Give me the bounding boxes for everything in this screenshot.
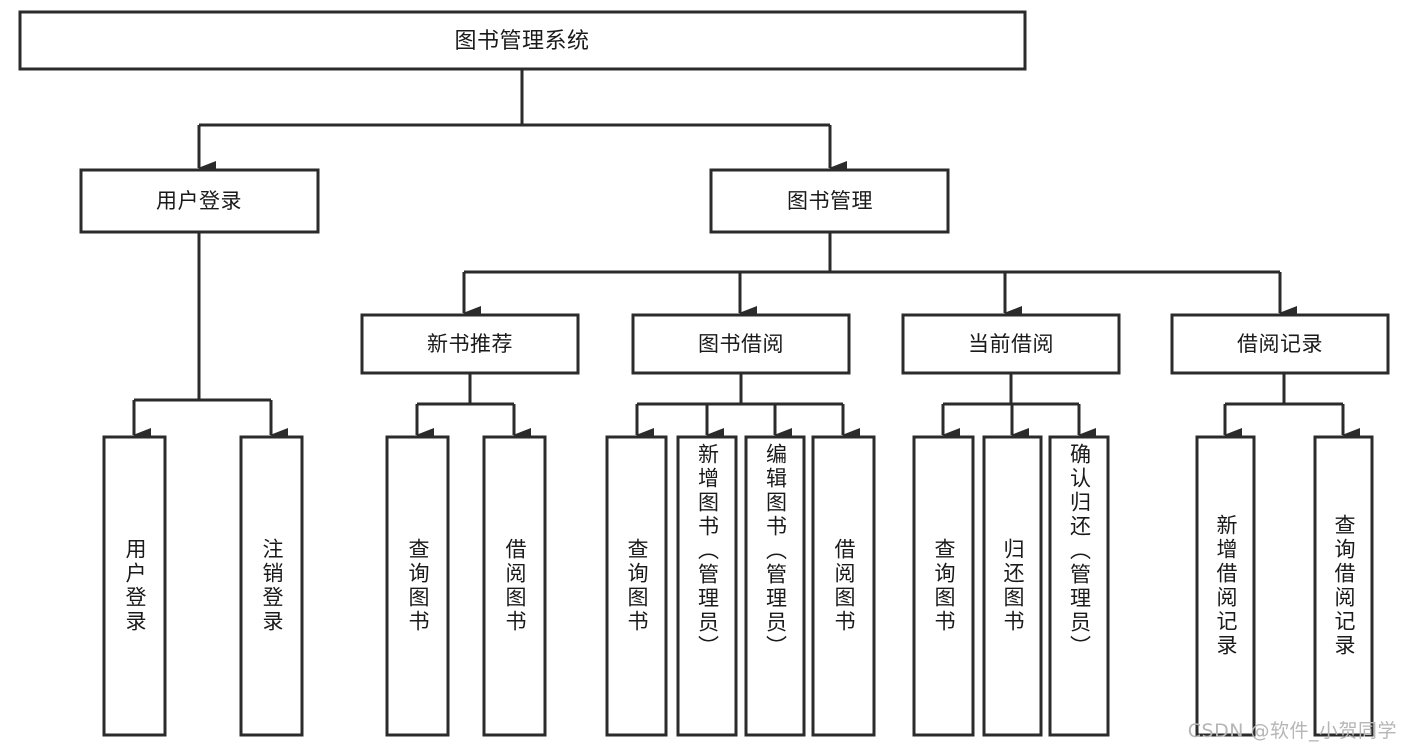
- node-leaf-add-borrow-record[interactable]: [1195, 435, 1256, 737]
- node-leaf-confirm-return-admin[interactable]: [1048, 435, 1110, 737]
- node-leaf-edit-book-admin[interactable]: [744, 435, 806, 737]
- node-root[interactable]: 图书管理系统: [18, 10, 1027, 71]
- node-leaf-logout[interactable]: [239, 435, 304, 737]
- connector-group-book-management: [462, 232, 1297, 320]
- node-borrow-record[interactable]: 借阅记录: [1170, 313, 1390, 375]
- leaf-boxes: [102, 435, 1374, 737]
- node-user-login[interactable]: 用户登录: [79, 168, 320, 234]
- node-book-borrow[interactable]: 图书借阅: [631, 313, 851, 375]
- node-current-borrow-label: 当前借阅: [968, 332, 1054, 356]
- csdn-watermark: CSDN @软件_小贺同学: [1187, 720, 1397, 742]
- node-book-management-label: 图书管理: [787, 189, 873, 213]
- connector-group-user-login: [132, 232, 288, 442]
- node-user-login-label: 用户登录: [156, 189, 242, 213]
- node-leaf-query-book-rec[interactable]: [385, 435, 450, 737]
- node-new-book-recommend[interactable]: 新书推荐: [360, 313, 580, 375]
- connector-group-book-borrow: [635, 373, 860, 442]
- connector-group-current-borrow: [941, 373, 1096, 442]
- connector-group-borrow-record: [1223, 373, 1360, 442]
- node-book-management[interactable]: 图书管理: [709, 168, 950, 234]
- node-leaf-borrow-book[interactable]: [811, 435, 876, 737]
- node-borrow-record-label: 借阅记录: [1237, 332, 1323, 356]
- node-book-borrow-label: 图书借阅: [698, 332, 784, 356]
- connector-group-root: [197, 69, 847, 175]
- node-new-book-recommend-label: 新书推荐: [427, 332, 513, 356]
- node-leaf-query-book-borrow[interactable]: [605, 435, 668, 737]
- node-leaf-borrow-book-rec[interactable]: [482, 435, 547, 737]
- connector-group-new-book-recommend: [415, 373, 531, 442]
- node-leaf-query-borrow-record[interactable]: [1313, 435, 1374, 737]
- node-leaf-add-book-admin[interactable]: [676, 435, 738, 737]
- node-leaf-return-book[interactable]: [982, 435, 1043, 737]
- node-leaf-user-login[interactable]: [102, 435, 167, 737]
- node-leaf-query-book-current[interactable]: [912, 435, 975, 737]
- node-current-borrow[interactable]: 当前借阅: [901, 313, 1121, 375]
- node-root-label: 图书管理系统: [454, 29, 589, 54]
